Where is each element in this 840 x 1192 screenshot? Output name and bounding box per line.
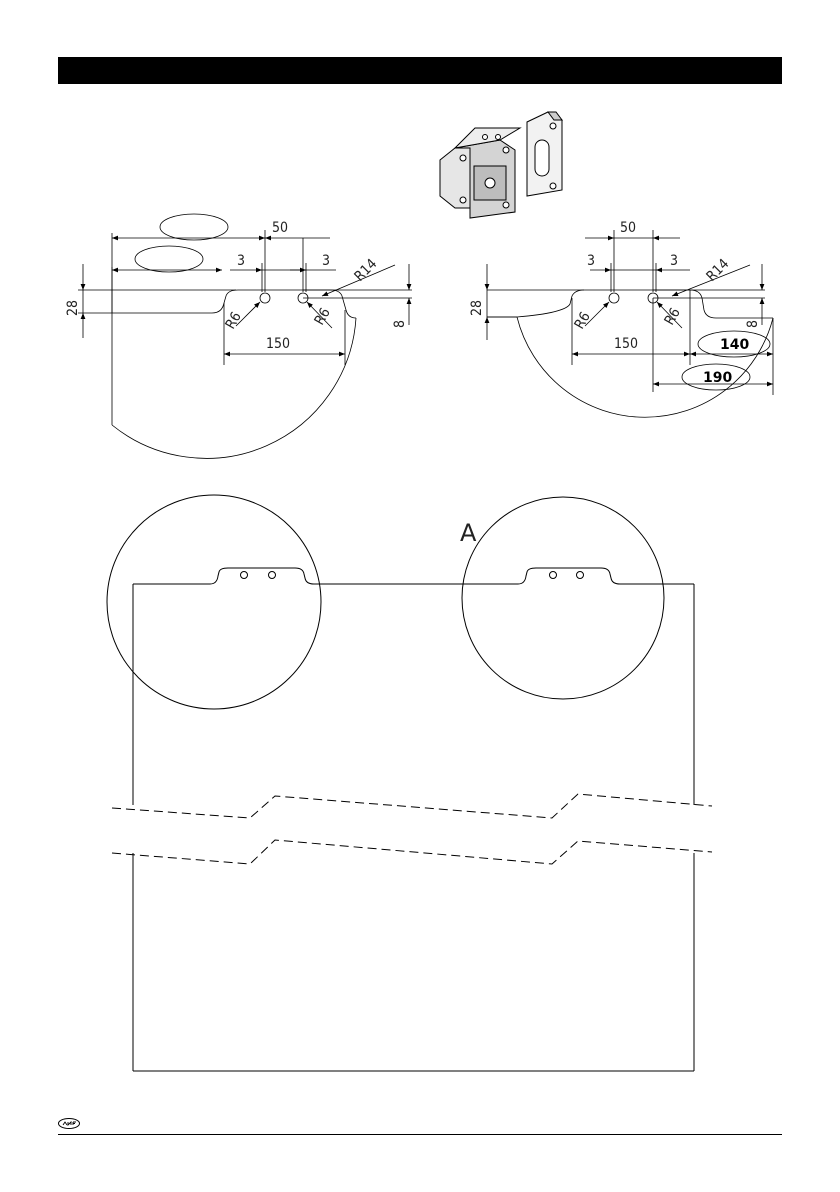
dim-r6b-left: R6 <box>312 305 334 328</box>
dimension-labels-left: 50 3 3 R14 R6 R6 28 8 150 <box>65 220 408 352</box>
footer-rule <box>58 1134 782 1135</box>
dim-8-left: 8 <box>392 320 408 328</box>
brand-logo-icon <box>58 1118 80 1129</box>
dim-3b-left: 3 <box>322 253 330 269</box>
dim-28-left: 28 <box>65 300 81 316</box>
view-label-a: A <box>460 519 477 547</box>
dim-r6a-right: R6 <box>572 309 594 332</box>
panel-view <box>107 495 712 1071</box>
dim-r6a-left: R6 <box>223 309 245 332</box>
dim-3a-left: 3 <box>237 253 245 269</box>
dim-28-right: 28 <box>469 300 485 316</box>
dim-150-left: 150 <box>266 336 290 352</box>
hinge-bracket-icon <box>440 112 562 218</box>
dim-8-right: 8 <box>745 320 761 328</box>
detail-view-right <box>487 230 773 417</box>
dim-r6b-right: R6 <box>662 305 684 328</box>
dim-3a-right: 3 <box>587 253 595 269</box>
dim-50-left: 50 <box>272 220 288 236</box>
dim-r14-left: R14 <box>352 256 381 285</box>
detail-view-left <box>78 214 412 458</box>
dim-190-right: 190 <box>703 370 732 386</box>
dim-r14-right: R14 <box>704 256 733 285</box>
dim-150-right: 150 <box>614 336 638 352</box>
dim-50-right: 50 <box>620 220 636 236</box>
dim-3b-right: 3 <box>670 253 678 269</box>
dim-140-right: 140 <box>720 337 749 353</box>
